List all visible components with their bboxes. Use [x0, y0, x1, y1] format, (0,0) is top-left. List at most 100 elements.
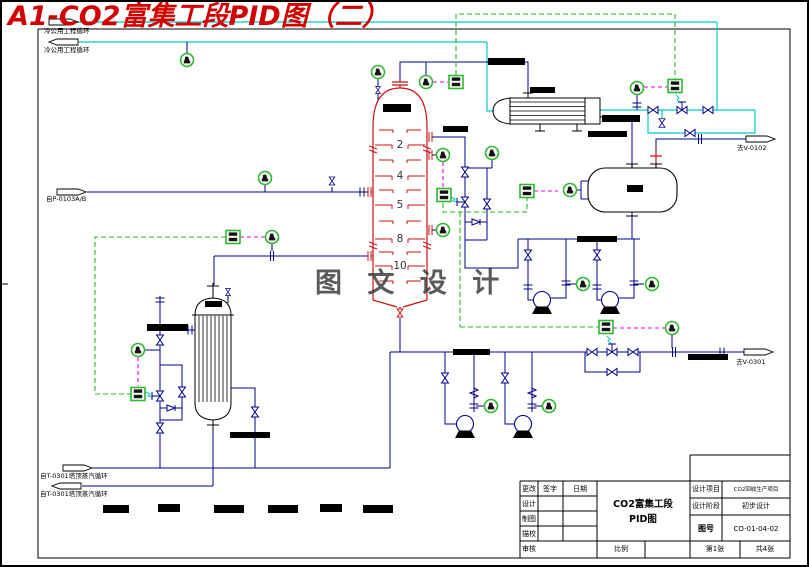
project-value: CO2回收生产项目 [734, 485, 779, 493]
controller-box[interactable] [130, 386, 146, 402]
controller-box[interactable] [225, 229, 241, 245]
bypass-valve[interactable] [606, 368, 618, 376]
gate-valve[interactable] [684, 129, 696, 137]
suction-valve[interactable] [593, 249, 601, 261]
pump-1[interactable] [531, 290, 553, 315]
equipment-tag [158, 504, 180, 512]
instrument-bubble[interactable] [435, 222, 451, 238]
titleblock-cell: 更改 [522, 484, 536, 493]
gate-valve[interactable] [702, 106, 714, 114]
equipment-tag [627, 185, 643, 192]
gate-valve[interactable] [627, 348, 639, 356]
equipment-tag [320, 504, 342, 512]
bypass-valve[interactable] [178, 386, 186, 398]
gate-valve[interactable] [251, 406, 259, 418]
line-tag [443, 126, 468, 132]
level-instrument[interactable] [562, 182, 578, 198]
instrument-bubble[interactable] [484, 145, 500, 161]
control-valve[interactable] [606, 343, 618, 356]
instrument-bubble[interactable] [483, 398, 499, 414]
instrument-bubble[interactable] [179, 52, 195, 68]
titleblock-cell: 描校 [522, 529, 536, 538]
instrument-bubble[interactable] [629, 80, 645, 96]
gate-valve[interactable] [586, 348, 598, 356]
vent-valve[interactable] [375, 86, 381, 94]
equipment-tag [268, 505, 298, 513]
flow-instrument[interactable] [664, 320, 680, 336]
titleblock: 更改 签字 日期 设计 制图 描校 审核 比例 CO2富集工段 PID图 设计项… [519, 454, 790, 558]
equipment-tag [103, 505, 129, 513]
stream-label: 自P-0103A/B [46, 194, 86, 203]
controller-box[interactable] [448, 74, 464, 90]
drain-valve[interactable] [658, 118, 666, 128]
equipment-tag [530, 87, 555, 93]
pump-2[interactable] [599, 290, 621, 315]
controller-box[interactable] [519, 183, 535, 199]
instrument-bubble[interactable] [435, 147, 451, 163]
instrument-bubble[interactable] [130, 342, 146, 358]
project-label: 设计项目 [692, 484, 720, 493]
vent-valve[interactable] [328, 176, 336, 186]
distillation-column[interactable] [367, 81, 662, 318]
process-lines [82, 42, 746, 487]
reflux-drum[interactable] [587, 163, 678, 217]
gate-valve[interactable] [156, 334, 164, 346]
check-valve[interactable] [166, 404, 176, 412]
number-label: 图号 [698, 524, 714, 533]
controller-box[interactable] [436, 187, 452, 203]
control-valve[interactable] [151, 390, 164, 402]
instrument-bubble[interactable] [370, 64, 386, 80]
valves [151, 86, 725, 434]
vent-valve[interactable] [225, 288, 231, 296]
bypass-valve[interactable] [483, 198, 491, 210]
line-tag [588, 131, 627, 137]
instrument-bubble[interactable] [418, 74, 434, 90]
stream-flag [745, 135, 776, 143]
pumps[interactable] [454, 290, 621, 439]
gate-valve[interactable] [647, 106, 659, 114]
stream-flag [743, 348, 774, 356]
check-valve[interactable] [471, 218, 481, 226]
tray-number: 4 [397, 170, 404, 182]
stream-flag [51, 482, 82, 490]
instrument-bubble[interactable] [264, 229, 280, 245]
instrument-bubble[interactable] [541, 398, 557, 414]
titleblock-cell: 设计 [522, 499, 536, 508]
gate-valve[interactable] [461, 166, 469, 178]
line-tag [688, 354, 728, 360]
line-tag [577, 236, 617, 242]
instrument-bubble[interactable] [644, 276, 660, 292]
titleblock-cell: 制图 [522, 514, 536, 523]
tray-number: 2 [397, 139, 404, 151]
gate-valve[interactable] [441, 372, 449, 384]
gate-valve[interactable] [501, 372, 509, 384]
overhead-condenser[interactable] [492, 92, 601, 132]
drawing-name-line2: PID图 [629, 514, 657, 525]
reboiler-exchanger[interactable] [192, 283, 234, 430]
suction-valve[interactable] [524, 249, 532, 261]
instrument-bubble[interactable] [257, 170, 273, 186]
gate-valve[interactable] [156, 422, 164, 434]
control-valve[interactable] [676, 101, 688, 114]
stream-labels: 冷公用工程循环 冷公用工程循环 自P-0103A/B 去V-0102 去V-03… [40, 26, 766, 498]
control-valve[interactable] [456, 196, 469, 208]
stage-value: 初步设计 [742, 501, 770, 510]
stage-label: 设计阶段 [692, 501, 720, 510]
signal-lines-green [94, 13, 676, 395]
scale-label: 比例 [614, 544, 628, 553]
sheet-total: 共4张 [756, 544, 774, 553]
controller-box[interactable] [667, 78, 683, 94]
instrument-bubble[interactable] [575, 276, 591, 292]
equipment-tag [205, 301, 222, 307]
line-tag [147, 324, 188, 331]
controller-box[interactable] [598, 319, 614, 335]
spec-break-cross [650, 150, 662, 162]
column-bottom-valve[interactable] [396, 308, 404, 318]
stream-label: 自T-0301塔顶蒸汽循环 [40, 489, 108, 498]
utility-label: 冷公用工程循环 [44, 26, 90, 35]
pump-3[interactable] [454, 414, 476, 439]
pump-4[interactable] [512, 414, 534, 439]
line-tag [230, 432, 270, 438]
